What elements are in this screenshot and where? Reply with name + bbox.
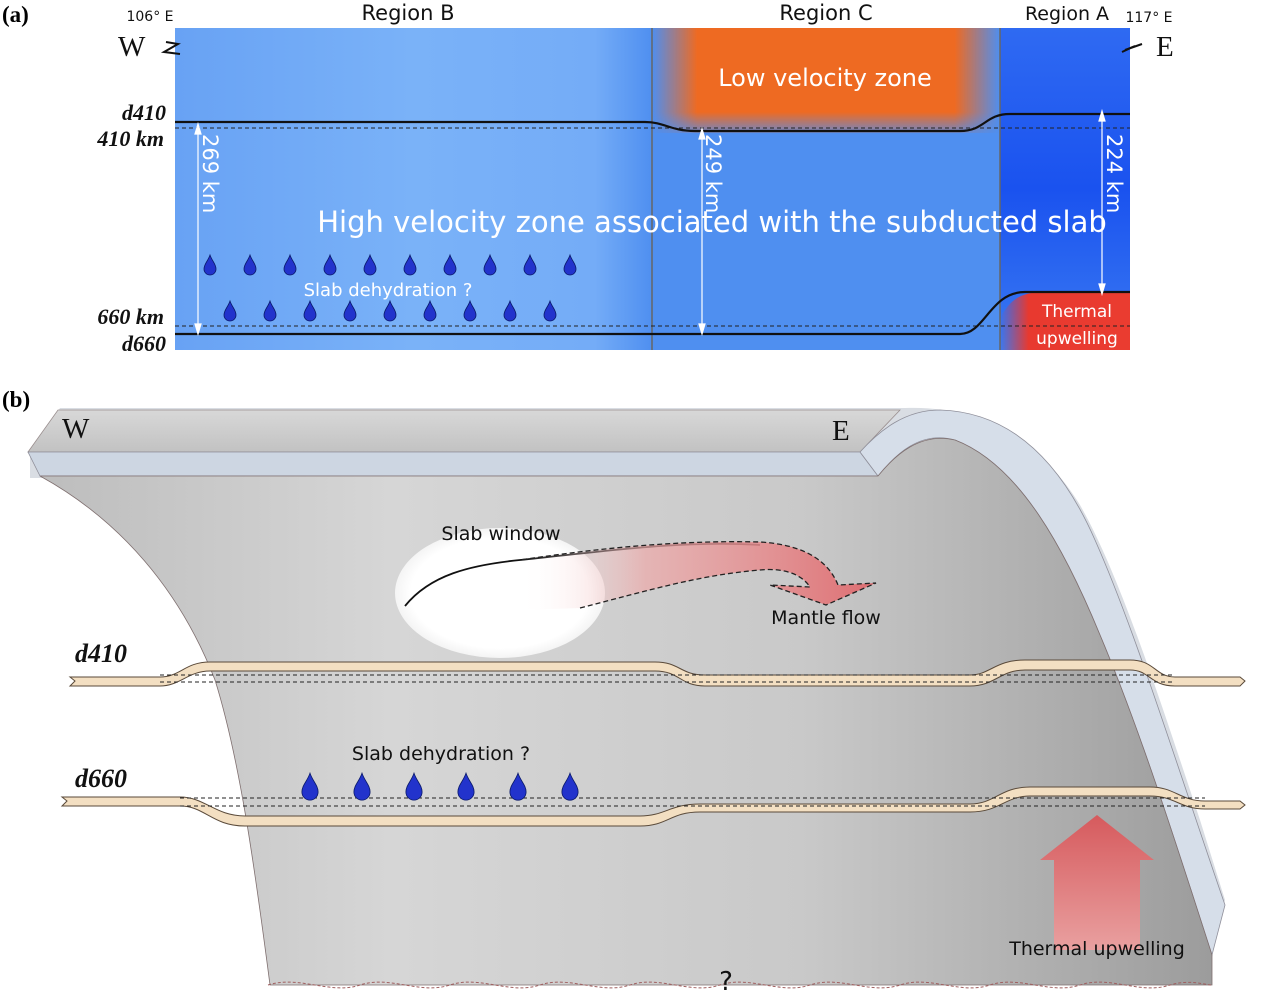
- slab-dehydration-label-a: Slab dehydration ?: [304, 280, 473, 301]
- d410-topography: [175, 112, 1130, 133]
- water-drop-icon: [543, 299, 557, 322]
- unknown-label: ?: [719, 967, 733, 997]
- slab-face: [39, 438, 1213, 986]
- water-drop-icon: [323, 253, 337, 276]
- water-drop-icon: [405, 771, 423, 801]
- d660-label: d660: [122, 331, 166, 356]
- water-drop-icon: [363, 253, 377, 276]
- slab-dehydration-label-b: Slab dehydration ?: [352, 743, 530, 765]
- d660-label-b: d660: [75, 764, 127, 793]
- region-a-label: Region A: [1025, 3, 1109, 25]
- water-drop-icon: [353, 771, 371, 801]
- water-drop-icon: [383, 299, 397, 322]
- longitude-west-label: 106° E: [126, 9, 173, 25]
- longitude-east-label: 117° E: [1125, 10, 1172, 26]
- water-drop-icon: [301, 771, 319, 801]
- water-drop-icon: [561, 771, 579, 801]
- water-drop-icon: [563, 253, 577, 276]
- west-label: W: [118, 31, 146, 63]
- water-drop-icon: [343, 299, 357, 322]
- water-drop-icon: [423, 299, 437, 322]
- thermal-upwelling-label: Thermal upwelling: [1008, 938, 1185, 960]
- water-drop-icon: [243, 253, 257, 276]
- water-drop-icon: [303, 299, 317, 322]
- mantle-flow-label: Mantle flow: [771, 607, 881, 629]
- water-drop-icon: [443, 253, 457, 276]
- d410-label: d410: [122, 100, 166, 125]
- thickness-label-b: 269 km: [198, 134, 222, 213]
- panel-a: (a) 269 km 249 km 224 km Region B: [2, 1, 1174, 356]
- region-b-label: Region B: [362, 1, 455, 25]
- slab-front-edge: [27, 451, 879, 477]
- slab-window-label: Slab window: [441, 523, 560, 545]
- thickness-arrows: [194, 108, 1106, 337]
- high-velocity-zone-label: High velocity zone associated with the s…: [317, 205, 1107, 239]
- water-drop-icon: [263, 299, 277, 322]
- d660-topography: [175, 290, 1130, 336]
- water-drops-b: [301, 771, 579, 801]
- thermal-upwelling-zone: [1000, 292, 1130, 350]
- water-drop-icon: [403, 253, 417, 276]
- water-drops-a: [203, 253, 577, 322]
- panel-a-label: (a): [2, 2, 29, 27]
- water-drop-icon: [523, 253, 537, 276]
- thermal-label-line2: upwelling: [1036, 329, 1118, 349]
- east-label-b: E: [832, 415, 850, 447]
- d660-layer: [60, 786, 1246, 827]
- panel-b: (b) W E Slab window Mantle flow d410 d66…: [2, 387, 1246, 997]
- low-velocity-zone: [652, 28, 1000, 133]
- slab-top-surface: [27, 409, 901, 453]
- mantle-flow-outline: [519, 541, 877, 609]
- water-drop-icon: [203, 253, 217, 276]
- region-c-label: Region C: [779, 1, 872, 25]
- d410-layer: [68, 659, 1246, 687]
- slab-bottom-edge: [267, 981, 1213, 989]
- water-drop-icon: [457, 771, 475, 801]
- thickness-label-c: 249 km: [701, 134, 725, 213]
- low-velocity-zone-label: Low velocity zone: [718, 64, 932, 92]
- water-drop-icon: [509, 771, 527, 801]
- d410-label-b: d410: [75, 639, 127, 668]
- water-drop-icon: [463, 299, 477, 322]
- depth-660-label: 660 km: [97, 304, 164, 329]
- break-icon: [160, 41, 181, 55]
- panel-b-label: (b): [2, 387, 30, 412]
- water-drop-icon: [483, 253, 497, 276]
- east-label: E: [1156, 31, 1174, 63]
- depth-410-label: 410 km: [96, 126, 164, 151]
- thermal-upwelling-arrow: [1040, 815, 1154, 950]
- mantle-flow-arrow: [520, 541, 876, 610]
- region-b-background: [175, 28, 652, 350]
- water-drop-icon: [283, 253, 297, 276]
- break-icon: [1121, 43, 1143, 53]
- west-label-b: W: [62, 413, 90, 445]
- thickness-label-a: 224 km: [1102, 134, 1126, 213]
- water-drop-icon: [223, 299, 237, 322]
- thermal-label-line1: Thermal: [1041, 302, 1112, 322]
- water-drop-icon: [503, 299, 517, 322]
